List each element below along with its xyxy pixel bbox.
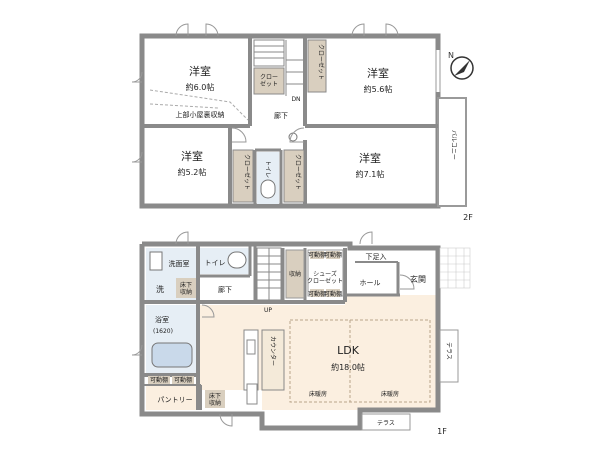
movable-shelf-5: 可動棚 [150, 376, 168, 384]
stair-up-label: UP [264, 307, 272, 314]
closet-ne-label: クローゼット [317, 44, 325, 80]
dirty-entry-label: 下足入 [366, 253, 387, 261]
doors-1f [131, 231, 415, 427]
underfloor-storage-2: 床下収納 [209, 392, 221, 407]
bathtub [151, 342, 193, 368]
terrace-east [439, 329, 459, 383]
hallway-1f-label: 廊下 [218, 285, 232, 294]
closet-center-label: クローゼット [260, 74, 278, 88]
first-floor: 洗面室 洗 床下収納 トイレ 廊下 収納 シューズクローゼット 可動棚 可動棚 … [131, 231, 471, 436]
room-se-name: 洋室 [359, 151, 381, 165]
stair-dn-label: DN [291, 96, 300, 103]
bath-name: 浴室 [155, 315, 169, 324]
storage-1f [285, 249, 305, 299]
room-ne-size: 約5.6帖 [364, 84, 393, 94]
toilet-2f-fixture [260, 179, 276, 199]
stairs-1f [256, 247, 282, 301]
doors-2f [131, 23, 399, 163]
underfloor-storage-1: 床下収納 [180, 281, 192, 296]
movable-shelf-1: 可動棚 [308, 251, 326, 259]
balcony-area [437, 97, 467, 207]
room-sw-name: 洋室 [181, 149, 203, 163]
terrace-east-label: テラス [445, 342, 452, 360]
floor1-outer-wall [139, 241, 441, 431]
kitchen-sink-unit [243, 329, 259, 391]
counter-label: カウンター [269, 336, 277, 366]
kitchen-counter [261, 329, 285, 391]
toilet-2f-label: トイレ [264, 160, 271, 178]
stove [246, 383, 258, 405]
genkan-label: 玄関 [410, 274, 426, 284]
closet-se-label: クローゼット [294, 154, 302, 190]
toilet-1f-fixture [227, 251, 247, 269]
entrance-hall-label: ホール [360, 279, 381, 287]
room-se-size: 約7.1帖 [356, 169, 385, 179]
washbasin [149, 251, 163, 271]
north-arrow-icon: N [448, 51, 474, 80]
balcony-label: バルコニー [450, 130, 457, 160]
terrace-south-label: テラス [377, 420, 395, 427]
movable-shelf-2: 可動棚 [324, 251, 342, 259]
second-floor: 洋室 約6.0帖 上部小屋裏収納 洋室 約5.6帖 洋室 約5.2帖 洋室 約7… [131, 23, 473, 222]
closet-sw-label: クローゼット [243, 154, 251, 190]
washroom-label: 洗面室 [169, 259, 190, 268]
room-sw-size: 約5.2帖 [178, 167, 207, 177]
closet-ne [307, 39, 327, 93]
floor1-label: 1F [437, 427, 447, 436]
attic-outline [149, 89, 249, 121]
svg-text:N: N [448, 51, 454, 60]
attic-storage-label: 上部小屋裏収納 [176, 110, 225, 119]
room-ne-name: 洋室 [367, 66, 389, 80]
closet-sw [232, 149, 254, 203]
movable-shelf-6: 可動棚 [174, 376, 192, 384]
bath-size: (1620) [153, 328, 173, 335]
stairs-2f [253, 39, 303, 96]
shoe-closet-label: シューズクローゼット [307, 270, 343, 285]
hallway-2f-label: 廊下 [274, 111, 288, 120]
ldk-name: LDK [337, 344, 360, 357]
room-nw-name: 洋室 [189, 64, 211, 78]
floor2-label: 2F [463, 213, 473, 222]
terrace-south [361, 413, 411, 431]
floor-heating-1: 床暖房 [309, 390, 327, 398]
toilet-1f-label: トイレ [205, 259, 226, 267]
pantry-label: パントリー [157, 396, 192, 404]
closet-center [253, 67, 285, 95]
ldk-floor [200, 295, 438, 410]
movable-shelf-4: 可動棚 [324, 290, 342, 298]
ldk-size: 約18.0帖 [331, 362, 365, 372]
movable-shelf-3: 可動棚 [308, 290, 326, 298]
floor-heating-zone [289, 319, 431, 403]
genkan-tiles [439, 247, 471, 289]
wash-symbol: 洗 [156, 284, 164, 294]
closet-se [283, 149, 305, 203]
floor-heating-2: 床暖房 [381, 390, 399, 398]
room-nw-size: 約6.0帖 [186, 82, 215, 92]
storage-label: 収納 [289, 270, 301, 278]
